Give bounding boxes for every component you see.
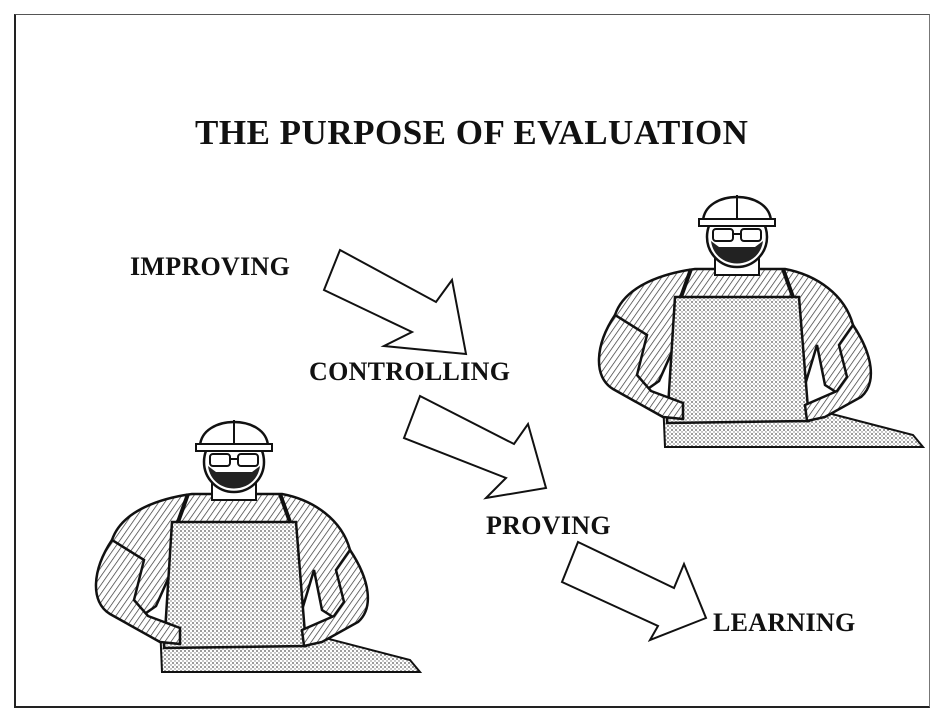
- arrow-right-icon: [402, 394, 548, 500]
- slide-frame: [14, 14, 930, 708]
- arrow-right-icon: [322, 248, 468, 356]
- step-controlling: CONTROLLING: [309, 357, 511, 386]
- worker-illustration-left: [93, 418, 423, 674]
- step-improving: IMPROVING: [130, 252, 291, 281]
- slide-title: THE PURPOSE OF EVALUATION: [195, 113, 749, 152]
- step-learning: LEARNING: [713, 608, 856, 637]
- worker-illustration-right: [596, 193, 925, 449]
- arrow-right-icon: [560, 540, 708, 642]
- step-proving: PROVING: [486, 511, 611, 540]
